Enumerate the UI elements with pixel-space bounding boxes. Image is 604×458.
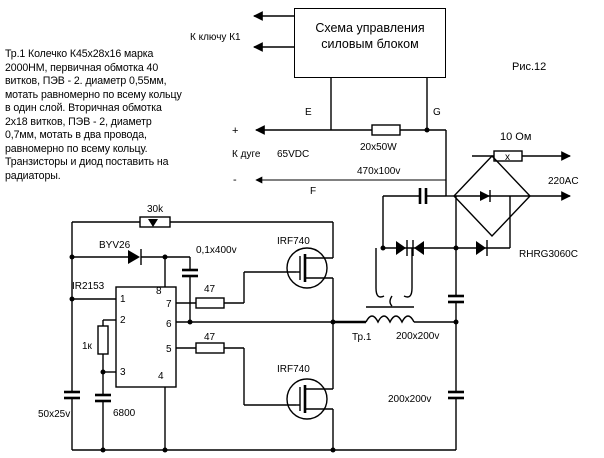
- plus-label: +: [232, 125, 238, 137]
- control-block: Схема управления силовым блоком: [294, 8, 446, 78]
- transistor-irf740-top: [286, 247, 333, 289]
- resistor-47-bottom: [195, 342, 225, 354]
- bridge-rectifier: [446, 154, 531, 238]
- ic-ir2153: [115, 286, 177, 388]
- transistor-irf740-bottom: [286, 378, 333, 420]
- ic-pin-5: 5: [166, 344, 172, 355]
- resistor-47-top: [195, 297, 225, 309]
- ic-pin-6: 6: [166, 319, 172, 330]
- ic-pin-4: 4: [158, 371, 164, 382]
- control-block-text: Схема управления силовым блоком: [315, 21, 425, 51]
- r-10ohm-label: 10 Ом: [500, 131, 531, 143]
- to-arc-label: К дуге: [232, 149, 261, 160]
- transformer-label: Тр.1: [352, 332, 372, 343]
- ic-pin-2: 2: [120, 315, 126, 326]
- d-rhrg-label: RHRG3060C: [519, 249, 578, 260]
- diode-secondary-left: [396, 241, 406, 255]
- c-50x25v-label: 50x25v: [38, 409, 70, 420]
- r-1k-label: 1к: [82, 341, 93, 352]
- figure-label: Рис.12: [512, 61, 546, 73]
- mains-label: 220AC: [548, 176, 579, 187]
- node-g-label: G: [433, 107, 441, 118]
- c-6800-label: 6800: [113, 408, 136, 419]
- ic-pin-7: 7: [166, 299, 172, 310]
- r-47-top-label: 47: [204, 284, 216, 295]
- minus-label: -: [233, 174, 237, 186]
- transformer-tr1: [365, 248, 456, 324]
- node-e-label: E: [305, 107, 312, 118]
- node-f-label: F: [310, 186, 316, 197]
- resistor-20x50w-label: 20x50W: [360, 142, 397, 153]
- voltage-label: 65VDC: [277, 149, 309, 160]
- resistor-1k: [97, 325, 109, 355]
- d-byv26-label: BYV26: [99, 240, 131, 251]
- fuse: [493, 150, 523, 162]
- q-top-label: IRF740: [277, 236, 310, 247]
- c-01x400v-label: 0,1x400v: [196, 245, 237, 256]
- to-key-label: К ключу К1: [190, 32, 241, 43]
- ic-pin-3: 3: [120, 367, 126, 378]
- q-bottom-label: IRF740: [277, 364, 310, 375]
- c-470x100v-label: 470x100v: [357, 166, 400, 177]
- c-200-top-label: 200x200v: [396, 331, 439, 342]
- winding-note: Тр.1 Колечко К45х28х16 марка 2000НМ, пер…: [5, 48, 182, 182]
- ic-pin-8: 8: [156, 286, 162, 297]
- ic-pin-1: 1: [120, 294, 126, 305]
- fuse-label: x: [505, 152, 510, 163]
- diode-byv26: [128, 250, 140, 264]
- resistor-20x50w: [371, 124, 401, 136]
- r-30k-label: 30k: [147, 204, 164, 215]
- c-200-bottom-label: 200x200v: [388, 394, 431, 405]
- to-key-line: [253, 11, 294, 52]
- r-47-bottom-label: 47: [204, 332, 216, 343]
- ic-label: IR2153: [72, 281, 105, 292]
